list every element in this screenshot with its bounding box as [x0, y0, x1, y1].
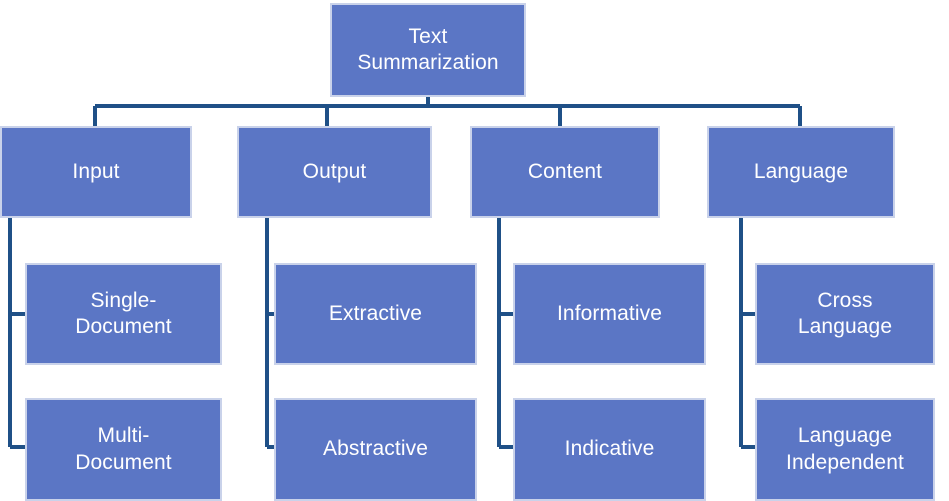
node-root-text-summarization[interactable]: Text Summarization [330, 3, 526, 97]
node-leaf-informative[interactable]: Informative [513, 263, 706, 365]
node-leaf-language-independent-label: Language Independent [786, 424, 904, 474]
node-leaf-abstractive[interactable]: Abstractive [274, 398, 477, 501]
node-branch-content[interactable]: Content [470, 126, 660, 218]
node-branch-output[interactable]: Output [237, 126, 432, 218]
node-branch-content-label: Content [527, 159, 603, 183]
node-leaf-indicative[interactable]: Indicative [513, 398, 706, 501]
node-root-label: Text Summarization [357, 24, 499, 74]
node-leaf-language-independent[interactable]: Language Independent [755, 398, 935, 501]
node-leaf-extractive[interactable]: Extractive [274, 263, 477, 365]
node-branch-language-label: Language [753, 159, 849, 183]
node-leaf-abstractive-label: Abstractive [323, 437, 428, 461]
node-branch-language[interactable]: Language [707, 126, 895, 218]
node-leaf-cross-language-label: Cross Language [797, 288, 893, 338]
node-leaf-indicative-label: Indicative [564, 437, 655, 461]
node-leaf-extractive-label: Extractive [328, 301, 423, 325]
node-branch-input[interactable]: Input [0, 126, 192, 218]
node-leaf-multi-document-label: Multi- Document [75, 424, 172, 474]
node-leaf-cross-language[interactable]: Cross Language [755, 263, 935, 365]
node-branch-input-label: Input [72, 159, 120, 183]
node-leaf-informative-label: Informative [557, 301, 662, 325]
node-branch-output-label: Output [302, 159, 367, 183]
node-leaf-single-document[interactable]: Single- Document [25, 263, 222, 365]
node-leaf-single-document-label: Single- Document [75, 288, 172, 338]
node-leaf-multi-document[interactable]: Multi- Document [25, 398, 222, 501]
